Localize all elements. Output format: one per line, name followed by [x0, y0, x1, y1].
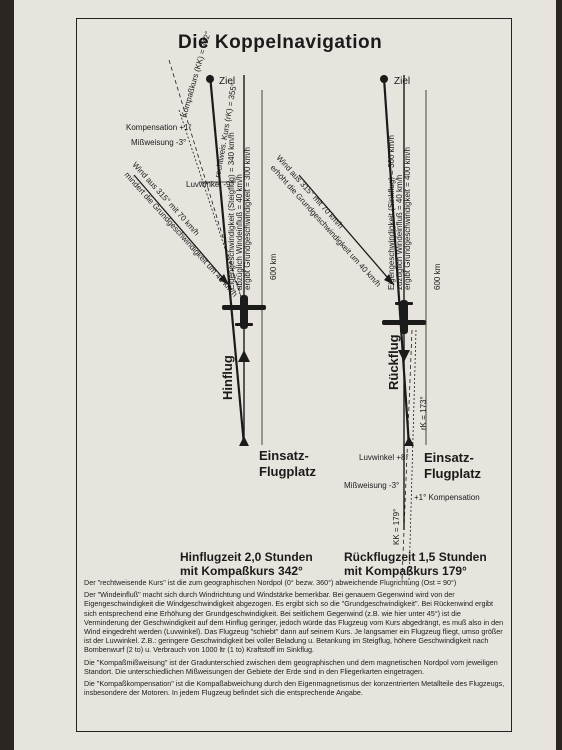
left-flight-label: Hinflug — [220, 355, 235, 400]
right-airfield-label-2: Flugplatz — [424, 466, 482, 481]
note-paragraph: Der "rechtweisende Kurs" ist die zum geo… — [84, 578, 457, 587]
left-distance-label: 600 km — [269, 253, 278, 280]
left-target-point — [206, 75, 214, 83]
left-track-line — [208, 74, 246, 446]
right-wind-arrowhead — [384, 274, 394, 285]
left-missweisung-label: Mißweisung -3° — [131, 138, 186, 147]
right-flight-arrow — [398, 350, 410, 362]
right-airfield-label-1: Einsatz- — [424, 450, 474, 465]
right-summary-line-2: mit Kompaßkurs 179° — [344, 564, 467, 578]
right-target-point — [380, 75, 388, 83]
right-speed-line-3: ergibt Grundgeschwindigkeit = 400 km/h — [403, 147, 412, 290]
left-airfield-label-1: Einsatz- — [259, 448, 309, 463]
right-kk-label: KK = 179° — [392, 509, 401, 545]
left-speed-line-2: abzüglich Windeinfluß = 40 km/h — [235, 174, 244, 290]
left-kompasskurs-label: Kompaßkurs (KK) = 342° — [179, 30, 212, 118]
right-distance-label: 600 km — [433, 263, 442, 290]
right-wind-label-2: erhöht die Grundgeschwindigkeit um 40 km… — [269, 163, 383, 288]
explanation-notes: Der "rechtweisende Kurs" ist die zum geo… — [84, 578, 506, 700]
left-wind-arrowhead — [219, 274, 229, 285]
left-wind-arrow — [133, 174, 230, 286]
left-dashed-line-2 — [178, 109, 243, 301]
left-aircraft-icon — [222, 295, 266, 329]
left-speed-line-1: Eigengeschwindigkeit (Steigflug) = 340 k… — [227, 132, 236, 290]
left-airfield-label-2: Flugplatz — [259, 464, 317, 479]
note-paragraph: Der "Windeinfluß" macht sich durch Windr… — [84, 590, 504, 655]
right-aircraft-icon — [382, 300, 426, 334]
left-wind-label: Wind aus 315° mit 70 km/h — [131, 160, 202, 237]
right-wind-label: Wind aus 315° mit 70 km/h — [275, 153, 346, 230]
left-luvwinkel-label: Luvwinkel -9° — [186, 180, 234, 189]
right-missweisung-label: Mißweisung -3° — [344, 481, 399, 490]
page-title: Die Koppelnavigation — [178, 32, 383, 53]
document-page: Die Koppelnavigation — [14, 0, 556, 750]
navigation-diagram: Ziel Kompaßkurs (KK) = 342° rechtweis. K… — [123, 30, 482, 581]
left-airfield-triangle — [239, 436, 249, 446]
note-paragraph: Die "Kompaßkompensation" ist die Kompaßa… — [84, 679, 505, 698]
page-border — [76, 18, 512, 732]
right-ziel-label: Ziel — [394, 76, 410, 87]
right-dashed-line-2 — [408, 329, 417, 581]
right-summary: Rückflugzeit 1,5 Stunden mit Kompaßkurs … — [344, 550, 487, 578]
left-kompensation-label: Kompensation +1° — [126, 123, 192, 132]
left-ziel-label: Ziel — [219, 76, 235, 87]
right-speed-line-1: Eigengeschwindigkeit (Sinkflug) = 360 km… — [387, 135, 396, 290]
left-summary-line-2: mit Kompaßkurs 342° — [180, 564, 303, 578]
note-paragraph: Die "Kompaßmißweisung" ist der Gradunter… — [84, 657, 498, 676]
left-summary-line-1: Hinflugzeit 2,0 Stunden — [180, 550, 313, 564]
left-flight-arrow — [238, 350, 250, 362]
right-track-line — [382, 77, 411, 446]
right-flight-label: Rückflug — [386, 334, 401, 390]
right-airfield-triangle — [404, 436, 414, 446]
right-summary-line-1: Rückflugzeit 1,5 Stunden — [344, 550, 487, 564]
right-kompensation-label: +1° Kompensation — [414, 493, 480, 502]
right-wind-arrow — [298, 174, 395, 286]
right-rk-label: rK = 173° — [419, 396, 428, 430]
left-speed-line-3: ergibt Grundgeschwindigkeit = 300 km/h — [243, 147, 252, 290]
left-summary: Hinflugzeit 2,0 Stunden mit Kompaßkurs 3… — [180, 550, 313, 578]
right-speed-line-2: zuzüglich Windeinfluß = 40 km/h — [395, 175, 404, 290]
right-luvwinkel-label: Luvwinkel +8° — [359, 453, 409, 462]
